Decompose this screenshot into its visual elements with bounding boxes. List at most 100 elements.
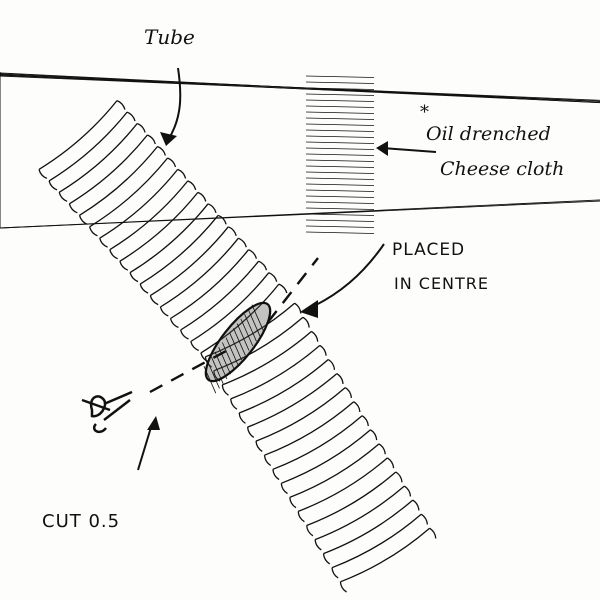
arrow-tube xyxy=(168,68,180,140)
cloth-thread-horizontal xyxy=(306,208,374,210)
cloth-thread-horizontal xyxy=(306,82,374,84)
tube-ring xyxy=(248,374,337,428)
tube-ring xyxy=(100,169,178,238)
tube-ring xyxy=(59,124,137,193)
tube-ring xyxy=(273,416,362,470)
cloth-thread-horizontal xyxy=(306,94,374,96)
tube-rib-edge xyxy=(281,483,287,493)
arrow-tube-head xyxy=(160,132,177,146)
tube-rib-edge xyxy=(371,430,377,440)
arrow-placed-in-centre xyxy=(314,244,384,306)
tube-ring xyxy=(332,514,421,568)
tube-ring xyxy=(80,147,158,216)
tube-rib-edge xyxy=(69,204,77,213)
tube-rib-edge xyxy=(198,192,206,201)
cloth-thread-horizontal xyxy=(306,76,374,78)
tube-rib-edge xyxy=(39,169,47,178)
cloth-thread-horizontal xyxy=(306,196,374,198)
tube-rib-edge xyxy=(117,101,125,110)
tube-rib-edge xyxy=(269,273,277,282)
cloth-thread-horizontal xyxy=(306,220,374,222)
tube-rib-edge xyxy=(160,307,168,316)
tube-rib-edge xyxy=(340,582,346,592)
label-tube: Tube xyxy=(144,25,195,49)
tube-rib-edge xyxy=(140,284,148,293)
tube-ring xyxy=(160,238,238,307)
tube-rib-edge xyxy=(379,444,385,454)
tube-rib-edge xyxy=(100,238,108,247)
tube-ring xyxy=(298,458,387,512)
tube-rib-edge xyxy=(259,261,267,270)
tube-rib-edge xyxy=(404,486,410,496)
tube-rib-edge xyxy=(362,416,368,426)
tube-rib-edge xyxy=(239,413,245,423)
tube-ring xyxy=(140,215,218,284)
tube-rib-edge xyxy=(328,360,334,370)
tube-rib-edge xyxy=(80,215,88,224)
tube-ring xyxy=(256,388,345,442)
tube-rib-edge xyxy=(59,192,67,201)
cloth-thread-horizontal xyxy=(306,148,374,150)
tube-ring xyxy=(120,192,198,261)
tube-rib-edge xyxy=(120,261,128,270)
cloth-thread-horizontal xyxy=(306,136,374,138)
tube-ring xyxy=(315,486,404,539)
tube-rib-edge xyxy=(312,331,318,341)
label-cut: CUT 0.5 xyxy=(42,511,120,532)
arrow-cut xyxy=(138,424,152,470)
label-asterisk: * xyxy=(420,102,429,123)
cloth-thread-horizontal xyxy=(306,130,374,132)
tube-ring xyxy=(265,402,354,456)
tube-rib-edge xyxy=(188,181,196,190)
tube-rib-edge xyxy=(298,511,304,521)
tube-ring xyxy=(281,430,370,484)
tube-rib-edge xyxy=(248,427,254,437)
tube-ring xyxy=(171,250,249,319)
tube-rib-edge xyxy=(208,204,216,213)
tube-rib-edge xyxy=(130,273,138,282)
tube-rib-edge xyxy=(228,227,236,236)
tube-rib-edge xyxy=(171,319,179,328)
tube-rib-edge xyxy=(238,238,246,247)
cloth-thread-horizontal xyxy=(306,202,374,204)
tube-rib-edge xyxy=(222,385,228,395)
cloth-thread-horizontal xyxy=(306,184,374,186)
tube-ring xyxy=(290,444,379,498)
tube-rib-edge xyxy=(231,399,237,409)
tube-rib-edge xyxy=(273,469,279,479)
tube-rib-edge xyxy=(147,135,155,144)
tube-rib-edge xyxy=(137,124,145,133)
cloth-thread-horizontal xyxy=(306,118,374,120)
tube-rib-edge xyxy=(256,441,262,451)
tube-rib-edge xyxy=(354,402,360,412)
tube-rib-edge xyxy=(307,526,313,536)
tube-ring xyxy=(90,158,168,227)
cloth-thread-horizontal xyxy=(306,100,374,102)
tube-ring xyxy=(49,112,127,181)
tube-rib-edge xyxy=(265,455,271,465)
tube-rib-edge xyxy=(110,250,118,259)
tube-ring xyxy=(307,472,396,526)
arrow-placed-in-centre-head xyxy=(300,300,318,318)
tube-ring xyxy=(324,500,413,553)
cloth-thread-horizontal xyxy=(306,226,374,228)
scissors-icon xyxy=(82,392,132,432)
cloth-thread-horizontal xyxy=(306,214,374,216)
tube-rib-edge xyxy=(320,345,326,355)
tube-rib-edge xyxy=(387,458,393,468)
tube-rib-edge xyxy=(332,568,338,578)
cloth-thread-horizontal xyxy=(306,190,374,192)
tube-rib-edge xyxy=(191,342,199,351)
arrow-cut-head xyxy=(147,416,160,430)
tube-rib-edge xyxy=(430,528,436,538)
tube-ring xyxy=(39,101,117,170)
cloth-thread-horizontal xyxy=(306,142,374,144)
tube-ring xyxy=(239,360,328,414)
tube-rib-edge xyxy=(168,158,176,167)
tube-rib-edge xyxy=(421,514,427,524)
tube-rib-edge xyxy=(396,472,402,482)
cloth-thread-horizontal xyxy=(306,106,374,108)
cloth-thread-horizontal xyxy=(306,154,374,156)
label-cheese-cloth-line1: Oil drenched xyxy=(426,123,551,145)
